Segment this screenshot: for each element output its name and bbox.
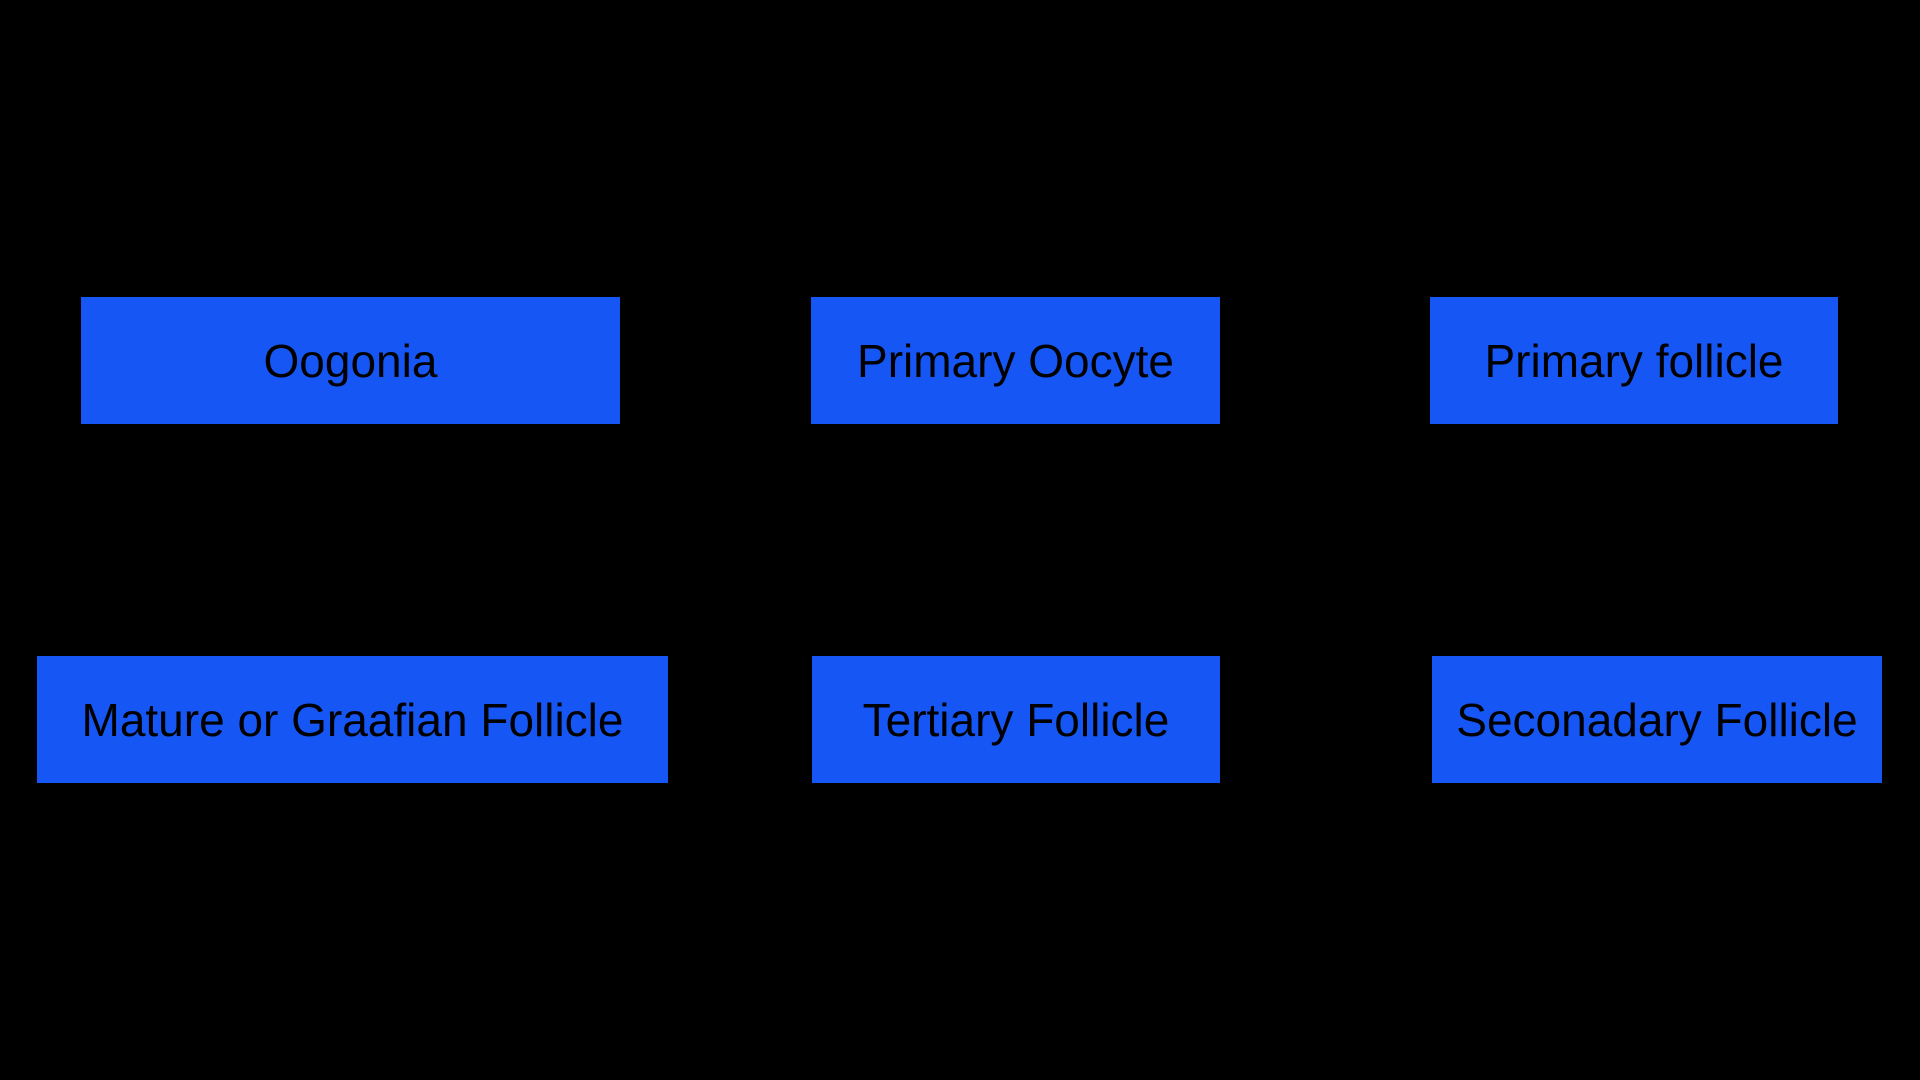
node-secondary-follicle-label: Seconadary Follicle [1456, 693, 1858, 746]
node-mature-graafian-follicle-label: Mature or Graafian Follicle [81, 693, 624, 746]
node-primary-oocyte: Primary Oocyte [811, 297, 1220, 424]
node-primary-oocyte-label: Primary Oocyte [857, 334, 1174, 387]
node-primary-follicle-label: Primary follicle [1484, 334, 1784, 387]
node-oogonia: Oogonia [81, 297, 620, 424]
node-tertiary-follicle-label: Tertiary Follicle [862, 693, 1170, 746]
node-tertiary-follicle: Tertiary Follicle [812, 656, 1220, 783]
node-primary-follicle: Primary follicle [1430, 297, 1838, 424]
node-mature-graafian-follicle: Mature or Graafian Follicle [37, 656, 668, 783]
node-oogonia-label: Oogonia [263, 334, 438, 387]
node-secondary-follicle: Seconadary Follicle [1432, 656, 1882, 783]
